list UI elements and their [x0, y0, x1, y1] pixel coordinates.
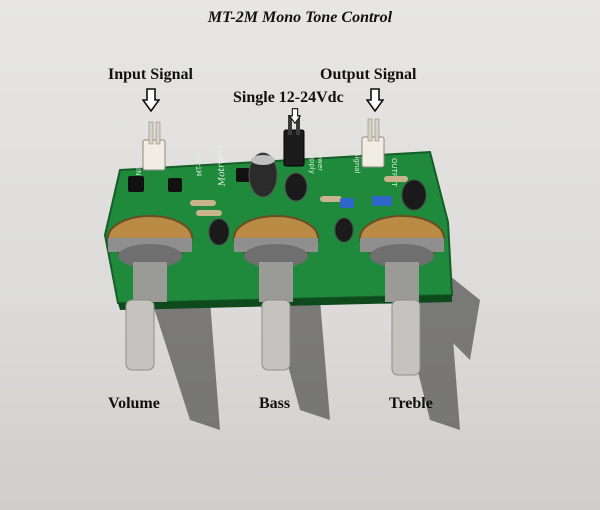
bass-label: Bass — [259, 395, 291, 412]
output-connector — [361, 118, 385, 168]
volume-pot — [107, 215, 193, 371]
treble-pot — [359, 215, 445, 376]
input-connector — [142, 121, 166, 171]
volume-label: Volume — [108, 395, 160, 412]
board-model-text: MT-2M — [194, 153, 204, 176]
supply-arrow-icon — [289, 108, 301, 124]
silk-supply-text: Supply — [308, 150, 316, 174]
supply-voltage-label: Single 12-24Vdc — [233, 89, 344, 106]
silk-signal-text: Signal — [353, 152, 361, 174]
components — [128, 152, 427, 246]
board-brand-text: Motronix — [215, 144, 228, 187]
output-signal-label: Output Signal — [320, 66, 417, 83]
silk-output-text: OUTPUT — [390, 158, 398, 187]
input-signal-label: Input Signal — [108, 66, 193, 83]
power-connector — [283, 115, 305, 167]
treble-label: Treble — [389, 395, 433, 412]
bass-pot — [233, 215, 319, 371]
silk-power-text: Power — [316, 150, 324, 171]
output-arrow-icon — [366, 88, 384, 112]
page-title: MT-2M Mono Tone Control — [207, 9, 393, 26]
input-arrow-icon — [142, 88, 160, 112]
